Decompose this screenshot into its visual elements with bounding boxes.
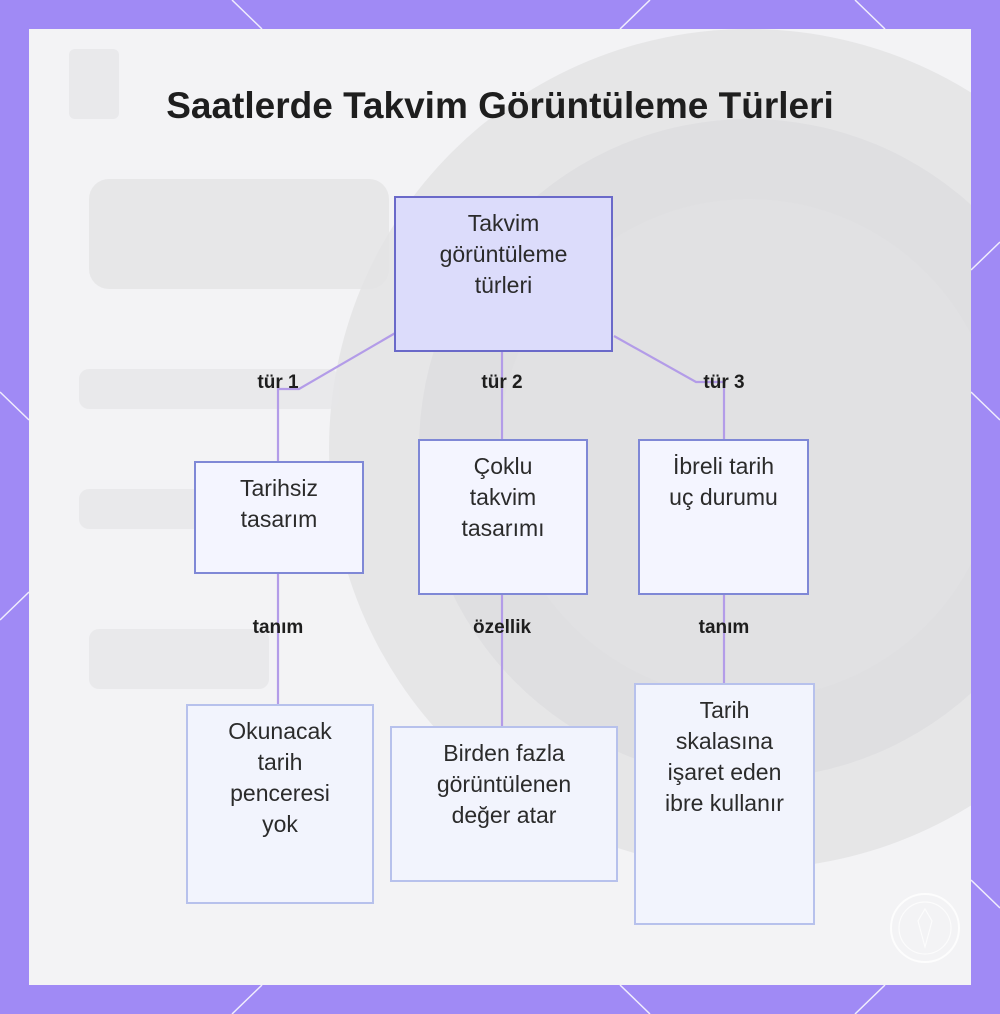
edge-label-tur3: tür 3 bbox=[703, 372, 745, 393]
edge-root-tur1 bbox=[276, 331, 398, 461]
root-node-label: Takvim görüntüleme türleri bbox=[439, 210, 568, 298]
edge-label-tur2: tür 2 bbox=[481, 372, 523, 393]
leaf-okunacak-tarih: Okunacak tarih penceresi yok bbox=[186, 704, 374, 904]
node-ibreli-tarih: İbreli tarih uç durumu bbox=[638, 439, 809, 595]
edge-label-ozellik: özellik bbox=[472, 617, 532, 638]
edge-label-tur1: tür 1 bbox=[257, 372, 299, 393]
edge-label-tanim-3: tanım bbox=[698, 617, 750, 638]
leaf-tarih-skalasina-label: Tarih skalasına işaret eden ibre kullanı… bbox=[665, 697, 784, 816]
seal-watermark bbox=[890, 893, 960, 963]
diagram-card: Saatlerde Takvim Görüntüleme Türleri Tak… bbox=[29, 29, 971, 985]
node-tarihsiz-tasarim: Tarihsiz tasarım bbox=[194, 461, 364, 574]
node-ibreli-tarih-label: İbreli tarih uç durumu bbox=[669, 453, 778, 510]
leaf-birden-fazla-label: Birden fazla görüntülenen değer atar bbox=[436, 740, 572, 828]
diagram-title: Saatlerde Takvim Görüntüleme Türleri bbox=[166, 85, 834, 126]
node-coklu-takvim: Çoklu takvim tasarımı bbox=[418, 439, 588, 595]
root-node: Takvim görüntüleme türleri bbox=[394, 196, 613, 352]
node-coklu-takvim-label: Çoklu takvim tasarımı bbox=[461, 453, 545, 541]
diagram-connectors bbox=[276, 331, 726, 726]
edge-root-tur3 bbox=[613, 335, 726, 439]
leaf-birden-fazla: Birden fazla görüntülenen değer atar bbox=[390, 726, 618, 882]
node-tarihsiz-tasarim-label: Tarihsiz tasarım bbox=[240, 475, 318, 532]
leaf-tarih-skalasina: Tarih skalasına işaret eden ibre kullanı… bbox=[634, 683, 815, 925]
leaf-okunacak-tarih-label: Okunacak tarih penceresi yok bbox=[228, 718, 332, 837]
edge-label-tanim-1: tanım bbox=[252, 617, 304, 638]
